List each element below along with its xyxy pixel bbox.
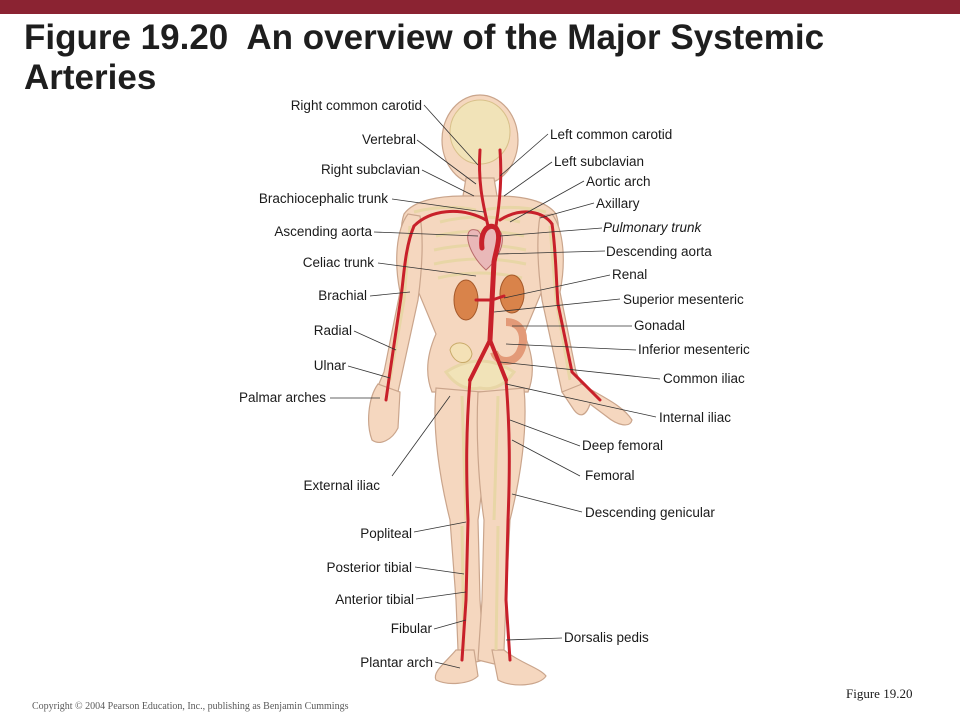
label-gonadal: Gonadal (634, 318, 686, 333)
leader-line (499, 133, 549, 177)
label-brachial: Brachial (318, 288, 367, 303)
right-arm-artery (384, 224, 416, 402)
skeleton (388, 99, 572, 651)
label-descending-aorta: Descending aorta (606, 244, 712, 259)
leader-line (511, 439, 581, 477)
label-brachiocephalic-trunk: Brachiocephalic trunk (258, 191, 388, 206)
organs (449, 227, 527, 365)
leader-line (493, 298, 621, 313)
right-kidney (453, 279, 479, 321)
subclavians (412, 209, 554, 228)
figure-number: Figure 19.20 (846, 686, 913, 701)
leader-line (499, 361, 661, 380)
label-deep-femoral: Deep femoral (582, 438, 664, 453)
label-aortic-arch: Aortic arch (586, 174, 651, 189)
bladder (449, 342, 473, 363)
leader-line (353, 330, 397, 351)
label-palmar-arches: Palmar arches (238, 390, 326, 405)
leader-line (391, 395, 451, 477)
label-popliteal: Popliteal (360, 526, 412, 541)
label-plantar-arch: Plantar arch (360, 655, 433, 670)
leader-line (505, 637, 563, 641)
leader-line (497, 250, 606, 255)
label-external-iliac: External iliac (303, 478, 380, 493)
label-posterior-tibial: Posterior tibial (326, 560, 412, 575)
slide-title-line-2: Arteries (24, 58, 157, 97)
label-vertebral: Vertebral (361, 132, 416, 147)
label-radial: Radial (313, 323, 352, 338)
leader-line (377, 262, 477, 277)
label-left-common-carotid: Left common carotid (550, 127, 673, 142)
leader-line (503, 161, 553, 197)
leader-line (415, 591, 467, 600)
label-right-common-carotid: Right common carotid (290, 98, 422, 113)
label-common-iliac: Common iliac (663, 371, 745, 386)
label-anterior-tibial: Anterior tibial (335, 592, 414, 607)
slide-title-line-1: Figure 19.20 An overview of the Major Sy… (24, 18, 825, 57)
clavicles (413, 205, 547, 214)
leader-lines (330, 104, 661, 669)
arteries (384, 148, 602, 662)
leader-line (509, 419, 581, 447)
label-internal-iliac: Internal iliac (659, 410, 732, 425)
leader-line (373, 231, 479, 237)
leader-line (369, 291, 411, 297)
label-axillary: Axillary (596, 196, 640, 211)
label-inferior-mesenteric: Inferior mesenteric (638, 342, 750, 357)
left-kidney (499, 274, 525, 314)
left-foot (491, 649, 547, 686)
leader-line (499, 227, 603, 237)
slide-title: Figure 19.20 An overview of the Major Sy… (24, 18, 924, 98)
right-hand (368, 383, 401, 443)
leader-line (505, 343, 637, 351)
label-superior-mesenteric: Superior mesenteric (623, 292, 744, 307)
leader-line (423, 104, 479, 166)
leader-line (416, 139, 477, 185)
leader-line (413, 521, 467, 533)
right-foot (434, 649, 479, 685)
copyright-notice: Copyright © 2004 Pearson Education, Inc.… (32, 701, 349, 712)
renal-arteries (474, 294, 506, 302)
label-descending-genicular: Descending genicular (585, 505, 715, 520)
label-ulnar: Ulnar (313, 358, 346, 373)
aorta (479, 223, 502, 343)
label-ascending-aorta: Ascending aorta (274, 224, 372, 239)
label-renal: Renal (612, 267, 648, 282)
label-dorsalis-pedis: Dorsalis pedis (564, 630, 649, 645)
left-arm (537, 213, 583, 393)
left-leg-artery (504, 378, 512, 662)
label-femoral: Femoral (585, 468, 635, 483)
leader-line (505, 383, 657, 418)
leader-line (503, 274, 611, 299)
leader-line (511, 493, 583, 513)
leader-line (391, 198, 485, 213)
label-right-subclavian: Right subclavian (320, 162, 420, 177)
iliacs (468, 338, 508, 382)
left-leg (476, 387, 526, 665)
leader-line (433, 619, 467, 630)
long-bones (388, 225, 572, 651)
label-fibular: Fibular (390, 621, 432, 636)
leader-line (539, 202, 595, 219)
top-accent-bar (0, 0, 960, 14)
leader-line (434, 661, 461, 669)
left-hand (561, 383, 633, 426)
leader-line (347, 365, 391, 379)
leader-line (421, 169, 475, 197)
left-arm-artery (550, 222, 602, 402)
leader-line (414, 566, 465, 575)
label-pulmonary-trunk: Pulmonary trunk (603, 220, 702, 235)
right-leg-artery (460, 378, 472, 662)
label-left-subclavian: Left subclavian (554, 154, 645, 169)
leader-line (509, 180, 585, 223)
label-celiac-trunk: Celiac trunk (302, 255, 374, 270)
